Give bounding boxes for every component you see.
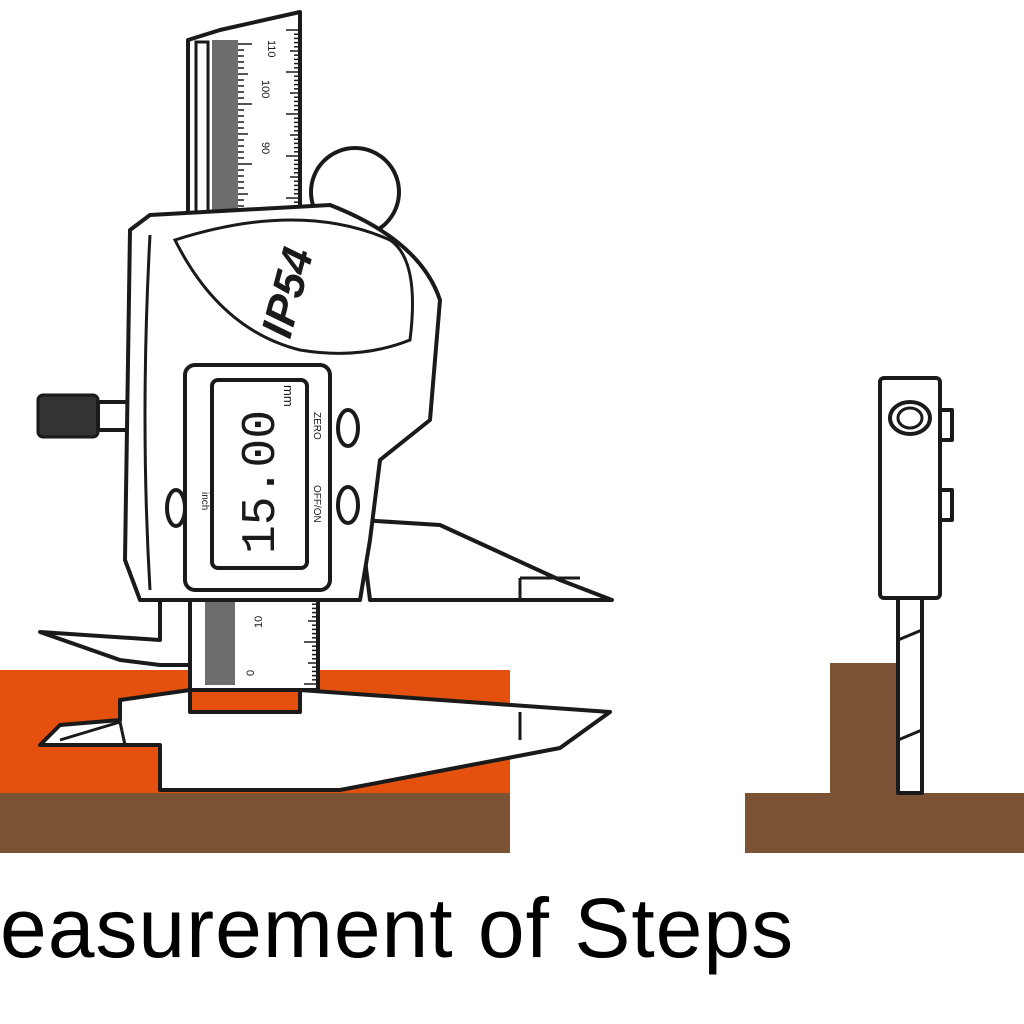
- scale-label: 10: [253, 616, 265, 628]
- display-unit: mm: [281, 385, 296, 407]
- beam-ruler: 110 100 90: [186, 10, 302, 217]
- side-view-gauge: [878, 376, 954, 795]
- inch-mm-button[interactable]: [165, 488, 187, 528]
- scale-label: 90: [259, 142, 271, 154]
- scale-label: 100: [259, 80, 271, 98]
- zero-label: ZERO: [311, 412, 322, 440]
- depth-base: [38, 688, 612, 792]
- caption: easurement of Steps: [0, 881, 795, 975]
- onoff-button[interactable]: [336, 485, 360, 525]
- scale-label: 0: [245, 670, 257, 676]
- display-reading: 15.00: [235, 410, 289, 554]
- base-block-left: [0, 793, 510, 853]
- fine-adjust-screw[interactable]: [36, 393, 100, 439]
- left-jaw: [38, 598, 192, 667]
- base-block-right: [745, 793, 1024, 853]
- zero-button[interactable]: [336, 408, 360, 448]
- inch-label: inch: [199, 492, 210, 510]
- lcd-display: [210, 378, 309, 570]
- scale-label: 110: [265, 40, 277, 58]
- onoff-label: OFF/ON: [311, 485, 322, 523]
- upper-jaw: [358, 518, 614, 602]
